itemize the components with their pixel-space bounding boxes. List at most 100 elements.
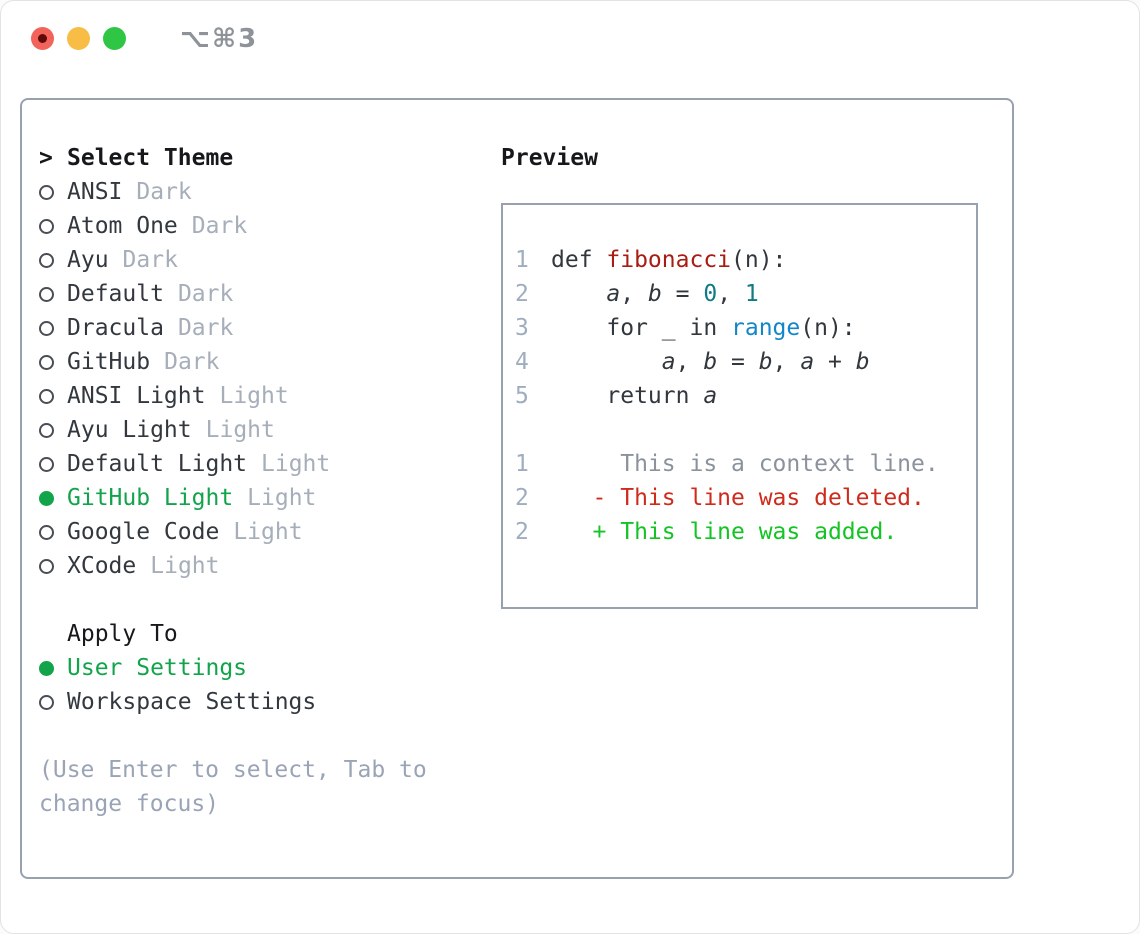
code-token-added: + This line was added. [551, 519, 898, 545]
radio-circle [39, 456, 54, 472]
minimize-button[interactable] [67, 27, 90, 50]
radio-unselected-icon [39, 524, 67, 540]
theme-option[interactable]: Dracula Dark [39, 311, 451, 345]
select-theme-header: >Select Theme [39, 141, 451, 175]
code-token-function: fibonacci [606, 247, 732, 273]
theme-variant-tag: Dark [164, 349, 220, 375]
theme-variant-tag: Dark [136, 179, 192, 205]
line-number: 3 [515, 315, 529, 341]
radio-selected-icon [39, 660, 67, 676]
radio-circle [39, 286, 54, 302]
option-label: XCode [67, 553, 137, 579]
option-label: ANSI Light [67, 383, 206, 409]
prompt-icon: > [39, 145, 53, 171]
theme-option[interactable]: ANSI Dark [39, 175, 451, 209]
option-label: ANSI [67, 179, 123, 205]
code-token-variable: b [703, 349, 718, 375]
close-dot-icon [38, 34, 47, 43]
code-token-plain: = [717, 349, 759, 375]
preview-line: 1 This is a context line. [515, 447, 968, 481]
code-token-number: 1 [744, 281, 759, 307]
option-label: Ayu [67, 247, 109, 273]
code-token-number: 0 [703, 281, 718, 307]
theme-option[interactable]: XCode Light [39, 549, 451, 583]
radio-unselected-icon [39, 354, 67, 370]
preview-line: 2 - This line was deleted. [515, 481, 968, 515]
theme-variant-tag: Light [219, 383, 289, 409]
code-token-variable: b [855, 349, 870, 375]
maximize-button[interactable] [103, 27, 126, 50]
spacer [39, 583, 451, 617]
radio-selected-icon [39, 490, 67, 506]
code-token-plain: = [661, 281, 704, 307]
radio-circle [39, 524, 54, 540]
close-button[interactable] [31, 27, 54, 50]
apply-to-header: Apply To [67, 621, 178, 647]
radio-unselected-icon [39, 320, 67, 336]
option-label: Atom One [67, 213, 178, 239]
code-token-context: This is a context line. [551, 451, 939, 477]
theme-variant-tag: Light [150, 553, 220, 579]
code-token-plain: , [620, 281, 648, 307]
window-title: ⌥⌘3 [180, 23, 259, 54]
option-label: Google Code [67, 519, 220, 545]
option-label: Default Light [67, 451, 248, 477]
apply-to-option[interactable]: Workspace Settings [39, 685, 451, 719]
theme-option[interactable]: Ayu Dark [39, 243, 451, 277]
preview-line: 2 a, b = 0, 1 [515, 277, 968, 311]
theme-option[interactable]: ANSI Light Light [39, 379, 451, 413]
spacer [39, 719, 451, 753]
option-label: Dracula [67, 315, 164, 341]
preview-line: 2 + This line was added. [515, 515, 968, 549]
radio-unselected-icon [39, 694, 67, 710]
preview-line: 5 return a [515, 379, 968, 413]
line-number: 1 [515, 247, 529, 273]
theme-variant-tag: Light [261, 451, 331, 477]
radio-circle [39, 320, 54, 336]
titlebar: ⌥⌘3 [1, 1, 1139, 76]
code-token-plain: , [717, 281, 745, 307]
code-token-plain: , [772, 349, 801, 375]
theme-option[interactable]: Default Light Light [39, 447, 451, 481]
radio-circle [39, 184, 54, 200]
option-label: Workspace Settings [67, 689, 317, 715]
radio-unselected-icon [39, 286, 67, 302]
code-token-plain: for _ in [551, 315, 732, 341]
preview-line [515, 413, 968, 447]
code-token-plain: (n): [731, 247, 787, 273]
apply-to-option[interactable]: User Settings [39, 651, 451, 685]
line-number: 2 [515, 281, 529, 307]
code-token-plain [551, 349, 662, 375]
radio-unselected-icon [39, 218, 67, 234]
radio-unselected-icon [39, 252, 67, 268]
radio-circle [39, 490, 54, 506]
preview-line: 3 for _ in range(n): [515, 311, 968, 345]
radio-unselected-icon [39, 558, 67, 574]
option-label: GitHub Light [67, 485, 234, 511]
option-label: Default [67, 281, 164, 307]
radio-circle [39, 218, 54, 234]
code-token-variable: a [606, 281, 621, 307]
theme-variant-tag: Dark [177, 315, 234, 341]
radio-unselected-icon [39, 184, 67, 200]
theme-variant-tag: Dark [122, 247, 178, 273]
radio-unselected-icon [39, 388, 67, 404]
theme-option[interactable]: GitHub Dark [39, 345, 451, 379]
radio-circle [39, 422, 54, 438]
line-number: 5 [515, 383, 529, 409]
radio-circle [39, 558, 54, 574]
option-label: GitHub [67, 349, 151, 375]
radio-unselected-icon [39, 456, 67, 472]
